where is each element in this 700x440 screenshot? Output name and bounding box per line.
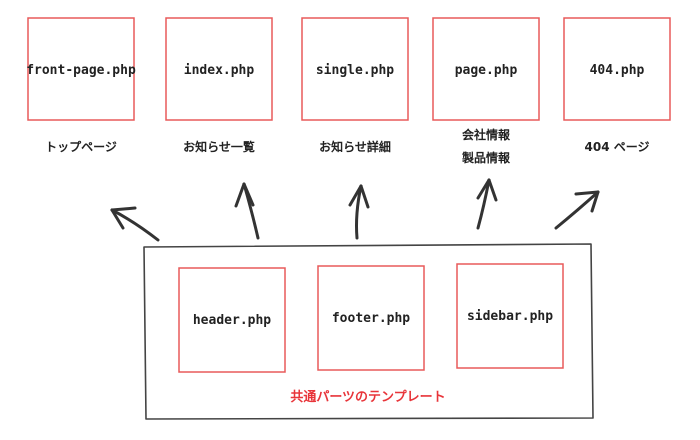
shared-part-header: header.php	[178, 267, 286, 373]
template-filename: page.php	[455, 63, 518, 78]
template-caption: 製品情報	[461, 150, 511, 165]
template-front-page: front-page.php トップページ	[26, 17, 136, 154]
part-filename: sidebar.php	[467, 309, 553, 324]
shared-caption: 共通パーツのテンプレート	[290, 389, 445, 405]
template-caption: トップページ	[45, 139, 117, 154]
template-caption: お知らせ一覧	[183, 139, 255, 154]
template-box	[301, 17, 409, 121]
arrow-to-single	[348, 184, 370, 240]
template-page: page.php 会社情報 製品情報	[432, 17, 540, 165]
template-caption: 会社情報	[462, 127, 511, 142]
template-404: 404.php 404 ページ	[563, 17, 671, 154]
template-caption: 404 ページ	[585, 140, 650, 154]
shared-group-border	[143, 243, 594, 420]
template-filename: 404.php	[590, 63, 645, 78]
part-filename: footer.php	[332, 311, 410, 326]
template-box	[432, 17, 540, 121]
part-filename: header.php	[193, 313, 271, 328]
shared-part-footer: footer.php	[317, 265, 425, 371]
arrow-to-page	[476, 178, 498, 230]
template-box	[563, 17, 671, 121]
part-box	[317, 265, 425, 371]
arrow-to-index	[234, 182, 260, 240]
template-index: index.php お知らせ一覧	[165, 17, 273, 154]
template-filename: single.php	[316, 63, 394, 78]
template-single: single.php お知らせ詳細	[301, 17, 409, 154]
arrow-to-front-page	[110, 206, 160, 242]
template-box	[165, 17, 273, 121]
template-box	[27, 17, 135, 121]
shared-part-sidebar: sidebar.php	[456, 263, 564, 369]
arrow-to-404	[554, 190, 600, 230]
template-filename: front-page.php	[26, 63, 136, 78]
template-caption: お知らせ詳細	[319, 139, 391, 154]
part-box	[456, 263, 564, 369]
template-filename: index.php	[184, 63, 255, 78]
shared-parts-group: header.php footer.php sidebar.php 共通パーツの…	[143, 243, 594, 420]
part-box	[178, 267, 286, 373]
arrows	[110, 178, 600, 242]
